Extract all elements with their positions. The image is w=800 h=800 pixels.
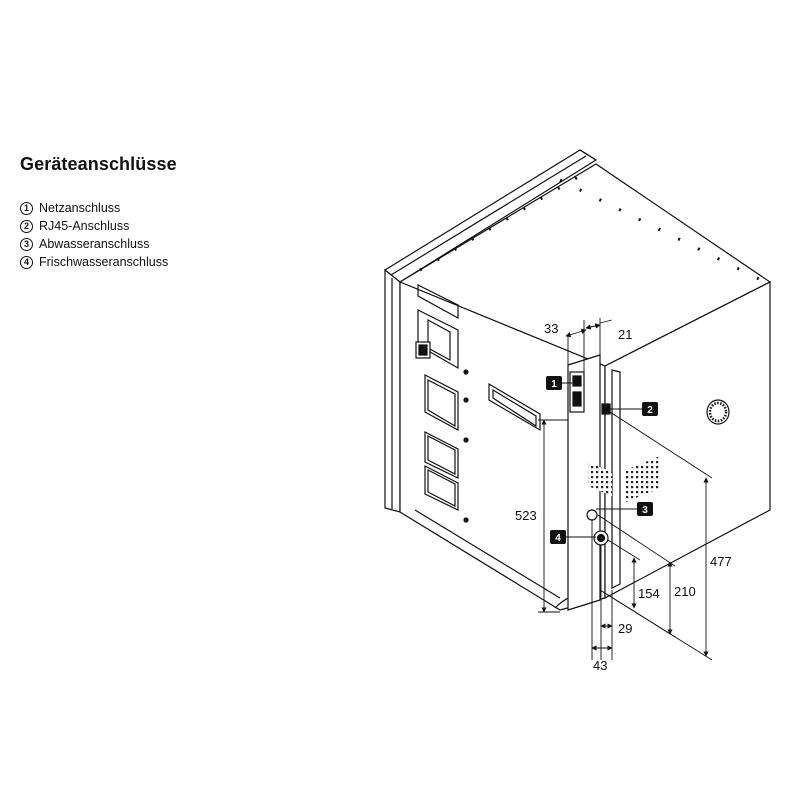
- legend-number-2: 2: [20, 219, 33, 233]
- callout-leaders: [562, 382, 643, 538]
- page-title: Geräteanschlüsse: [20, 154, 177, 174]
- callout-4: 4: [550, 530, 566, 544]
- callout-2: 2: [642, 402, 658, 416]
- right-side-face: [588, 281, 771, 599]
- legend-number-1: 1: [20, 201, 33, 215]
- legend-label-power: Netzanschluss: [39, 201, 121, 215]
- legend-item-freshwater: 4 Frischwasseranschluss: [20, 253, 168, 271]
- dimension-523: 523: [515, 508, 537, 523]
- legend-label-freshwater: Frischwasseranschluss: [39, 255, 169, 269]
- connection-legend: 1 Netzanschluss 2 RJ45-Anschluss 3 Abwas…: [20, 199, 168, 271]
- dimension-154: 154: [638, 586, 660, 601]
- dimension-43: 43: [593, 658, 607, 673]
- dimension-29: 29: [618, 621, 632, 636]
- legend-number-3: 3: [20, 237, 33, 251]
- legend-item-rj45: 2 RJ45-Anschluss: [20, 217, 168, 235]
- dimension-21: 21: [618, 327, 632, 342]
- dimension-lines: [538, 318, 713, 661]
- dimension-477: 477: [710, 554, 732, 569]
- callout-3: 3: [637, 502, 653, 516]
- callout-4-label: 4: [555, 533, 561, 544]
- legend-item-power: 1 Netzanschluss: [20, 199, 168, 217]
- water-connectors: [586, 509, 609, 546]
- legend-item-drain: 3 Abwasseranschluss: [20, 235, 168, 253]
- legend-label-rj45: RJ45-Anschluss: [39, 219, 130, 233]
- callout-1-label: 1: [551, 379, 557, 390]
- callout-3-label: 3: [642, 505, 648, 516]
- dimension-33: 33: [544, 321, 558, 336]
- callout-1: 1: [546, 376, 562, 390]
- dimension-210: 210: [674, 584, 696, 599]
- legend-label-drain: Abwasseranschluss: [39, 237, 150, 251]
- callout-2-label: 2: [647, 405, 653, 416]
- legend-number-4: 4: [20, 255, 33, 269]
